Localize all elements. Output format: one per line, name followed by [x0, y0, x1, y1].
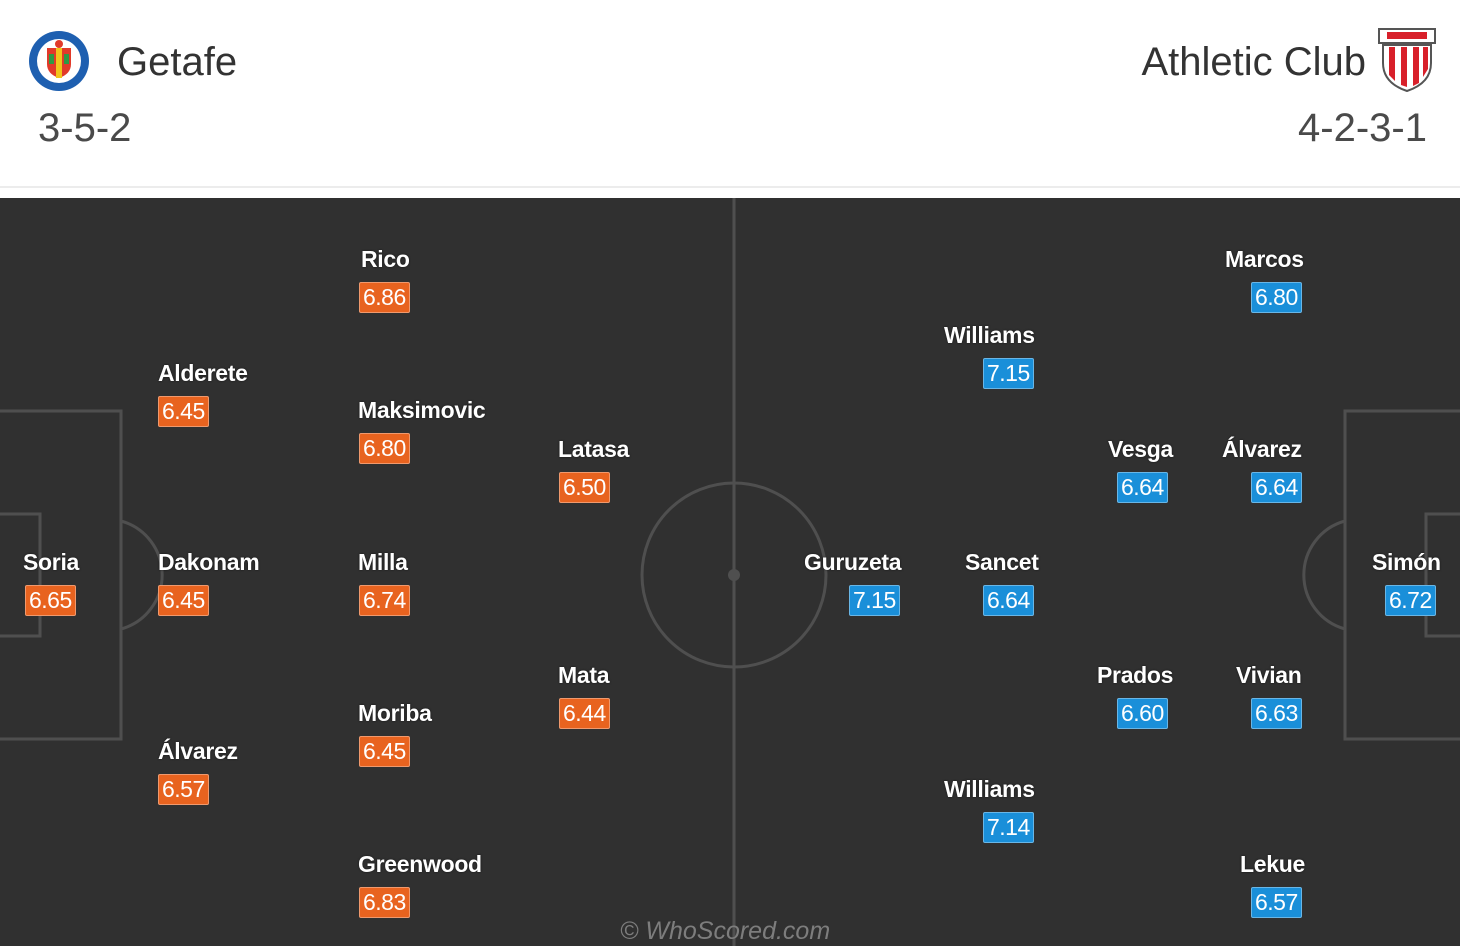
player-name: Vivian	[1236, 662, 1302, 688]
away-player-alvarez[interactable]: Álvarez 6.64	[1208, 436, 1308, 504]
pitch-markings	[0, 198, 1460, 946]
match-header: Getafe 3-5-2 Athletic Club 4-2-3-1	[0, 0, 1460, 188]
player-name: Marcos	[1225, 246, 1304, 272]
player-name: Dakonam	[158, 549, 260, 575]
home-player-mata[interactable]: Mata 6.44	[557, 662, 697, 730]
player-name: Maksimovic	[358, 397, 486, 423]
player-rating-badge: 6.57	[1251, 887, 1302, 918]
player-name: Moriba	[358, 700, 432, 726]
player-name: Vesga	[1108, 436, 1173, 462]
player-rating-badge: 6.57	[158, 774, 209, 805]
home-team-name: Getafe	[117, 40, 238, 84]
player-name: Lekue	[1240, 851, 1305, 877]
player-rating-badge: 7.15	[983, 358, 1034, 389]
player-rating-badge: 6.80	[359, 433, 410, 464]
home-formation: 3-5-2	[38, 106, 132, 150]
player-name: Soria	[23, 549, 80, 575]
player-rating-badge: 6.50	[559, 472, 610, 503]
getafe-crest-icon	[28, 30, 90, 92]
player-rating-badge: 6.64	[1251, 472, 1302, 503]
player-name: Álvarez	[1222, 436, 1302, 462]
athletic-club-crest-icon	[1377, 27, 1437, 93]
pitch	[0, 198, 1460, 946]
player-rating-badge: 6.83	[359, 887, 410, 918]
away-player-williams-1[interactable]: Williams 7.15	[940, 322, 1040, 390]
player-rating-badge: 6.60	[1117, 698, 1168, 729]
player-name: Sancet	[965, 549, 1039, 575]
watermark: © WhoScored.com	[620, 917, 831, 945]
away-player-simon[interactable]: Simón 6.72	[1342, 549, 1442, 617]
home-player-latasa[interactable]: Latasa 6.50	[557, 436, 697, 504]
away-player-lekue[interactable]: Lekue 6.57	[1208, 851, 1308, 919]
away-player-vivian[interactable]: Vivian 6.63	[1208, 662, 1308, 730]
home-player-greenwood[interactable]: Greenwood 6.83	[357, 851, 507, 919]
player-rating-badge: 6.65	[25, 585, 76, 616]
player-name: Simón	[1372, 549, 1441, 575]
player-name: Williams	[944, 776, 1035, 802]
away-player-marcos[interactable]: Marcos 6.80	[1208, 246, 1308, 314]
player-rating-badge: 6.72	[1385, 585, 1436, 616]
player-rating-badge: 6.86	[359, 282, 410, 313]
player-name: Guruzeta	[804, 549, 902, 575]
player-rating-badge: 6.63	[1251, 698, 1302, 729]
away-team-name: Athletic Club	[1141, 40, 1366, 84]
home-player-alderete[interactable]: Alderete 6.45	[157, 360, 297, 428]
player-name: Greenwood	[358, 851, 482, 877]
home-player-milla[interactable]: Milla 6.74	[357, 549, 497, 617]
home-player-soria[interactable]: Soria 6.65	[22, 549, 122, 617]
player-rating-badge: 6.45	[158, 585, 209, 616]
player-name: Milla	[358, 549, 408, 575]
player-rating-badge: 6.80	[1251, 282, 1302, 313]
player-rating-badge: 6.74	[359, 585, 410, 616]
away-formation: 4-2-3-1	[1298, 106, 1427, 150]
player-rating-badge: 7.15	[849, 585, 900, 616]
player-name: Mata	[558, 662, 610, 688]
player-name: Latasa	[558, 436, 630, 462]
player-name: Rico	[361, 246, 410, 272]
player-name: Alderete	[158, 360, 248, 386]
player-rating-badge: 6.45	[359, 736, 410, 767]
home-player-rico[interactable]: Rico 6.86	[358, 246, 498, 314]
player-rating-badge: 6.45	[158, 396, 209, 427]
player-name: Álvarez	[158, 738, 238, 764]
away-player-sancet[interactable]: Sancet 6.64	[940, 549, 1040, 617]
player-name: Prados	[1097, 662, 1174, 688]
player-name: Williams	[944, 322, 1035, 348]
home-player-maksimovic[interactable]: Maksimovic 6.80	[357, 397, 507, 465]
home-player-dakonam[interactable]: Dakonam 6.45	[157, 549, 297, 617]
player-rating-badge: 6.44	[559, 698, 610, 729]
away-player-guruzeta[interactable]: Guruzeta 7.15	[804, 549, 906, 617]
player-rating-badge: 7.14	[983, 812, 1034, 843]
away-player-williams-2[interactable]: Williams 7.14	[940, 776, 1040, 844]
away-player-prados[interactable]: Prados 6.60	[1074, 662, 1174, 730]
player-rating-badge: 6.64	[1117, 472, 1168, 503]
home-player-moriba[interactable]: Moriba 6.45	[357, 700, 497, 768]
home-player-alvarez[interactable]: Álvarez 6.57	[157, 738, 297, 806]
away-player-vesga[interactable]: Vesga 6.64	[1074, 436, 1174, 504]
player-rating-badge: 6.64	[983, 585, 1034, 616]
